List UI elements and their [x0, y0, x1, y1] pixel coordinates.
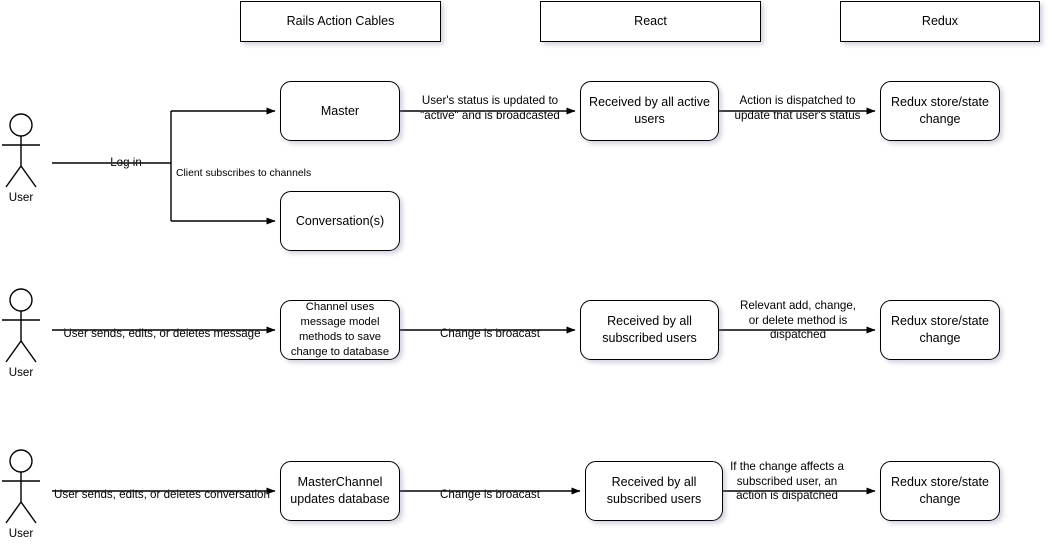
node-master: Master — [280, 81, 400, 141]
actor-label-row3-text: User — [8, 527, 34, 540]
actor-icon-row3 — [2, 449, 40, 524]
lane-header-rails: Rails Action Cables — [240, 1, 441, 42]
edge-label-broadcast-2: Change is broacast — [410, 473, 570, 503]
edge-label-broadcast-2-text: Change is broacast — [440, 487, 540, 501]
node-received-subscribed-1-label: Received by all subscribed users — [602, 314, 697, 345]
lane-header-rails-label: Rails Action Cables — [286, 14, 395, 29]
edge-label-conditional-dispatch-text: If the change affects a subscribed user,… — [730, 459, 844, 503]
edge-label-status-broadcast: User's status is updated to "active" and… — [410, 79, 570, 123]
node-channel-message-model: Channel uses message model methods to sa… — [280, 300, 400, 360]
edge-label-send-conversation-text: User sends, edits, or deletes conversati… — [54, 487, 270, 501]
edge-label-send-conversation: User sends, edits, or deletes conversati… — [48, 473, 276, 503]
node-redux-store-1: Redux store/state change — [880, 81, 1000, 141]
node-received-subscribed-2-label: Received by all subscribed users — [606, 475, 702, 506]
node-received-active-users: Received by all active users — [580, 81, 719, 141]
lane-header-redux-label: Redux — [921, 14, 959, 29]
actor-label-row2-text: User — [8, 366, 34, 379]
edge-label-action-dispatch-1: Action is dispatched to update that user… — [720, 79, 875, 123]
edge-label-send-message: User sends, edits, or deletes message — [50, 312, 274, 342]
node-conversations: Conversation(s) — [280, 191, 400, 251]
edge-label-client-subscribes-text: Client subscribes to channels — [176, 168, 312, 180]
node-received-subscribed-1: Received by all subscribed users — [580, 300, 719, 360]
edge-label-action-dispatch-1-text: Action is dispatched to update that user… — [734, 93, 861, 122]
node-received-active-users-label: Received by all active users — [589, 95, 710, 126]
actor-label-row2: User — [0, 366, 51, 379]
actor-icon-row1 — [2, 113, 40, 188]
lane-header-react: React — [540, 1, 761, 42]
edge-label-broadcast-1-text: Change is broacast — [440, 326, 540, 340]
edge-label-conditional-dispatch: If the change affects a subscribed user,… — [712, 445, 862, 504]
actor-label-row3: User — [0, 527, 51, 540]
edge-label-broadcast-1: Change is broacast — [410, 312, 570, 342]
node-masterchannel-updates-db-label: MasterChannel updates database — [290, 475, 390, 506]
node-redux-store-3: Redux store/state change — [880, 461, 1000, 521]
node-redux-store-2: Redux store/state change — [880, 300, 1000, 360]
node-masterchannel-updates-db: MasterChannel updates database — [280, 461, 400, 521]
actor-label-row1: User — [0, 191, 51, 204]
actor-label-row1-text: User — [8, 191, 34, 204]
node-received-subscribed-2: Received by all subscribed users — [585, 461, 723, 521]
edge-label-method-dispatch: Relevant add, change, or delete method i… — [722, 284, 874, 343]
edge-label-login: Log in — [86, 141, 166, 171]
edge-label-login-text: Log in — [110, 155, 142, 169]
node-redux-store-1-label: Redux store/state change — [891, 95, 989, 126]
edge-label-send-message-text: User sends, edits, or deletes message — [63, 326, 261, 340]
lane-header-react-label: React — [634, 14, 667, 29]
edge-label-client-subscribes: Client subscribes to channels — [176, 154, 336, 181]
node-redux-store-2-label: Redux store/state change — [891, 314, 989, 345]
node-master-label: Master — [320, 103, 360, 118]
lane-header-redux: Redux — [840, 1, 1040, 42]
edge-label-method-dispatch-text: Relevant add, change, or delete method i… — [739, 298, 857, 342]
actor-icon-row2 — [2, 288, 40, 363]
node-conversations-label: Conversation(s) — [295, 213, 385, 228]
edge-label-status-broadcast-text: User's status is updated to "active" and… — [420, 93, 560, 122]
node-channel-message-model-label: Channel uses message model methods to sa… — [290, 300, 390, 359]
node-redux-store-3-label: Redux store/state change — [891, 475, 989, 506]
